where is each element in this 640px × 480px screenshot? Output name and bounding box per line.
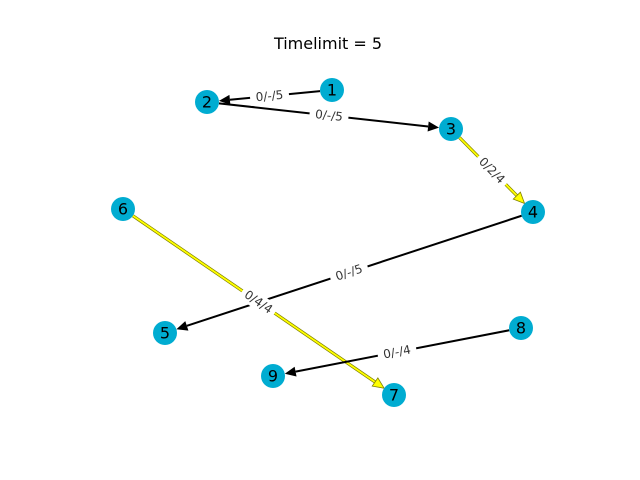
node-7: 7 — [382, 383, 406, 407]
node-circle — [195, 90, 219, 114]
edge-label-group: 0/-/5 — [249, 86, 290, 106]
edge-label-bg — [237, 284, 280, 320]
graph-title: Timelimit = 5 — [273, 34, 382, 53]
node-label: 2 — [202, 93, 212, 112]
node-circle — [382, 383, 406, 407]
edge-label: 0/4/4 — [242, 287, 275, 316]
node-5: 5 — [153, 321, 177, 345]
edge-label: 0/-/5 — [314, 107, 343, 124]
edge-label-bg — [308, 105, 350, 126]
node-circle — [320, 78, 344, 102]
node-2: 2 — [195, 90, 219, 114]
node-label: 7 — [389, 386, 399, 405]
node-9: 9 — [261, 364, 285, 388]
node-label: 5 — [160, 324, 170, 343]
node-label: 6 — [118, 200, 128, 219]
node-4: 4 — [521, 200, 545, 224]
edge-label-bg — [249, 86, 290, 106]
node-label: 3 — [446, 120, 456, 139]
edge-label: 0/-/5 — [255, 88, 284, 105]
edge-label-group: 0/-/5 — [308, 105, 350, 126]
node-label: 4 — [528, 203, 538, 222]
edges-layer — [131, 90, 526, 389]
edge-label-group: 0/4/4 — [237, 284, 280, 320]
node-3: 3 — [439, 117, 463, 141]
node-circle — [439, 117, 463, 141]
node-circle — [521, 200, 545, 224]
edge-label: 0/-/4 — [382, 342, 412, 361]
node-label: 1 — [327, 81, 337, 100]
node-1: 1 — [320, 78, 344, 102]
node-circle — [261, 364, 285, 388]
edge-label-bg — [327, 258, 371, 287]
node-circle — [509, 316, 533, 340]
edge-label-group: 0/-/4 — [376, 340, 418, 364]
node-circle — [153, 321, 177, 345]
node-8: 8 — [509, 316, 533, 340]
nodes-layer: 1 2 3 4 5 6 7 8 9 — [111, 78, 545, 407]
edge-label-bg — [472, 151, 512, 190]
node-6: 6 — [111, 197, 135, 221]
edge-label-bg — [376, 340, 418, 364]
node-circle — [111, 197, 135, 221]
edge-label-group: 0/-/5 — [327, 258, 371, 287]
node-label: 8 — [516, 319, 526, 338]
edge-labels-layer: 0/-/5 0/-/5 0/2/4 0/-/5 0/4/4 0/-/4 — [237, 86, 512, 364]
edge-label-group: 0/2/4 — [472, 151, 512, 190]
node-label: 9 — [268, 367, 278, 386]
